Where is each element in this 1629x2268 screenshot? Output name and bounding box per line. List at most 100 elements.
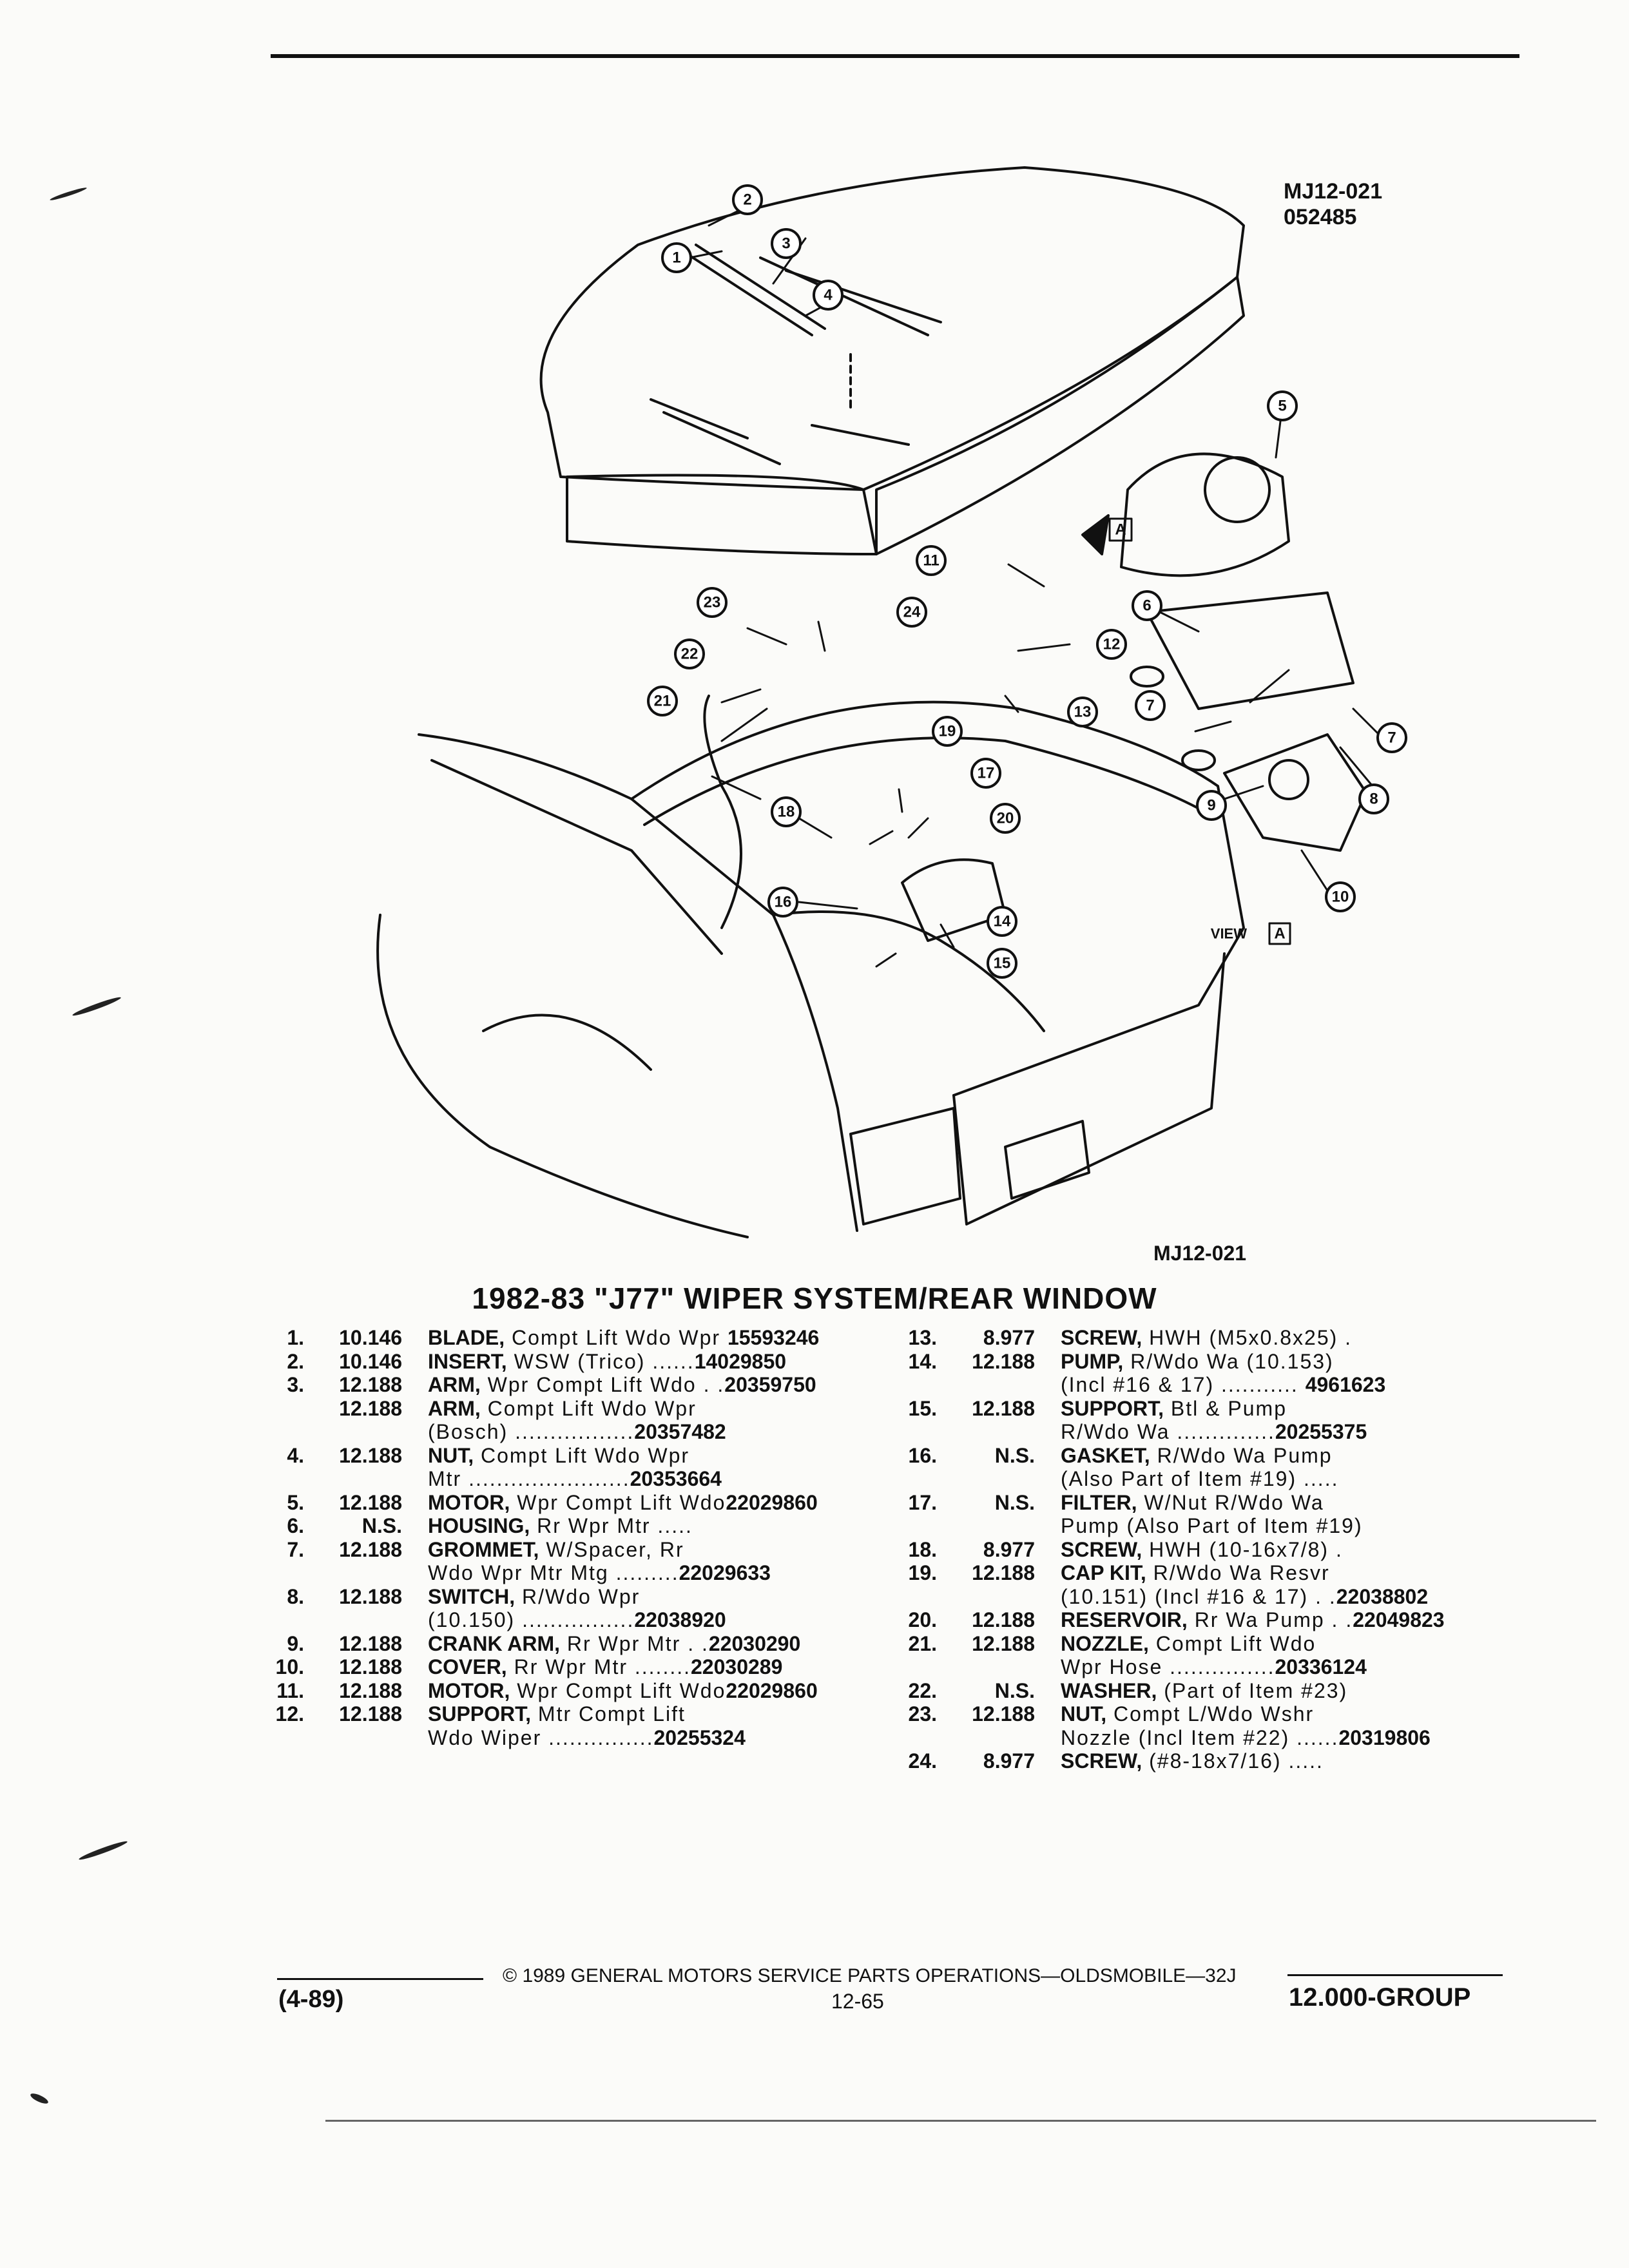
part-description: RESERVOIR, Rr Wa Pump . .22049823 [1061, 1608, 1445, 1632]
part-row: R/Wdo Wa ..............20255375 [889, 1420, 1534, 1444]
group-number: 12.188 [972, 1631, 1035, 1655]
part-description: R/Wdo Wa ..............20255375 [1061, 1420, 1367, 1444]
part-text: Btl & Pump [1164, 1396, 1287, 1420]
item-number [256, 1420, 304, 1444]
part-text: R/Wdo Wa Resvr [1146, 1561, 1330, 1584]
group-number [937, 1655, 1035, 1679]
view-arrow-letter: A [1115, 521, 1126, 539]
item-number: 24. [908, 1749, 937, 1773]
item-number: 22. [908, 1678, 937, 1702]
item-number: 1. [287, 1326, 304, 1349]
copyright-text: © 1989 GENERAL MOTORS SERVICE PARTS OPER… [503, 1965, 1237, 1986]
part-name: NOZZLE, [1061, 1631, 1149, 1655]
revision-date: (4-89) [278, 1986, 344, 2013]
part-row: Pump (Also Part of Item #19) [889, 1514, 1534, 1538]
item-number: 14. [908, 1349, 937, 1373]
scan-mark [49, 186, 88, 202]
part-name: CAP KIT, [1061, 1561, 1146, 1584]
part-name: SCREW, [1061, 1537, 1142, 1561]
part-row: Mtr .......................20353664 [256, 1467, 894, 1491]
part-description: GROMMET, W/Spacer, Rr [428, 1538, 684, 1562]
callout-10-label: 10 [1332, 889, 1349, 906]
part-number: 20353664 [630, 1467, 722, 1490]
callout-19 [932, 716, 963, 747]
part-text: (#8-18x7/16) ..... [1142, 1749, 1324, 1773]
part-name: NUT, [1061, 1702, 1107, 1725]
part-name: BLADE, [428, 1326, 505, 1349]
part-description: SWITCH, R/Wdo Wpr [428, 1585, 640, 1609]
part-number: 22030290 [708, 1631, 801, 1655]
callout-6 [1132, 590, 1162, 621]
wiper-blade-arm [682, 244, 942, 414]
callout-4-label: 4 [824, 287, 833, 304]
callout-7b [1376, 722, 1407, 753]
part-description: Wdo Wiper ...............20255324 [428, 1726, 746, 1750]
group-number: 8.977 [983, 1326, 1035, 1349]
group-number [304, 1608, 402, 1632]
group-number [937, 1467, 1035, 1491]
item-number: 2. [287, 1349, 304, 1373]
part-text: Compt L/Wdo Wshr [1106, 1702, 1315, 1725]
hatch-glass [539, 166, 1245, 555]
part-number: 22029860 [726, 1678, 818, 1702]
part-description: SUPPORT, Mtr Compt Lift [428, 1702, 686, 1726]
callout-15 [987, 948, 1017, 979]
group-number [304, 1726, 402, 1750]
part-description: SCREW, (#8-18x7/16) ..... [1061, 1749, 1324, 1773]
callout-13 [1067, 697, 1098, 727]
callout-1-label: 1 [672, 249, 680, 267]
part-text: R/Wdo Wa Pump [1150, 1443, 1333, 1467]
part-row: 17.N.S.FILTER, W/Nut R/Wdo Wa [889, 1491, 1534, 1515]
group-number: 12.188 [339, 1631, 402, 1655]
item-number: 19. [908, 1561, 937, 1584]
callout-13-label: 13 [1074, 704, 1092, 721]
motor-assembly-view-a [1120, 452, 1367, 852]
part-row: Nozzle (Incl Item #22) ......20319806 [889, 1726, 1534, 1750]
part-description: NOZZLE, Compt Lift Wdo [1061, 1632, 1316, 1656]
view-a-arrow-icon [1081, 514, 1110, 555]
part-description: CRANK ARM, Rr Wpr Mtr . .22030290 [428, 1632, 800, 1656]
part-name: GROMMET, [428, 1537, 539, 1561]
group-number: 12.188 [972, 1608, 1035, 1631]
part-number: 14029850 [694, 1349, 787, 1373]
part-description: (10.150) ................22038920 [428, 1608, 726, 1632]
page-number: 12-65 [831, 1990, 884, 2013]
item-number: 15. [908, 1396, 937, 1420]
group-number [937, 1420, 1035, 1444]
item-number: 8. [287, 1584, 304, 1608]
callout-8 [1358, 783, 1389, 814]
view-letter: A [1274, 925, 1285, 943]
part-row: Wpr Hose ...............20336124 [889, 1655, 1534, 1679]
part-text: Rr Wa Pump . . [1187, 1608, 1353, 1631]
item-number: 7. [287, 1537, 304, 1561]
part-text: (Part of Item #23) [1157, 1678, 1348, 1702]
part-name: GASKET, [1061, 1443, 1150, 1467]
item-number: 17. [908, 1490, 937, 1514]
part-row: Wdo Wpr Mtr Mtg .........22029633 [256, 1561, 894, 1585]
part-name: HOUSING, [428, 1514, 530, 1537]
part-text: Pump (Also Part of Item #19) [1061, 1514, 1363, 1537]
callout-24 [896, 597, 927, 628]
callout-22 [674, 639, 705, 669]
top-rule [271, 54, 1519, 58]
callout-20-label: 20 [997, 810, 1014, 827]
item-number: 4. [287, 1443, 304, 1467]
callout-9-label: 9 [1207, 797, 1215, 814]
callout-3-label: 3 [782, 235, 790, 253]
part-description: (10.151) (Incl #16 & 17) . .22038802 [1061, 1585, 1428, 1609]
part-description: GASKET, R/Wdo Wa Pump [1061, 1444, 1333, 1468]
part-text: HWH (10-16x7/8) . [1142, 1537, 1343, 1561]
part-text: Wpr Compt Lift Wdo [510, 1490, 726, 1514]
callout-24-label: 24 [903, 604, 921, 621]
footer-rule-right [1287, 1974, 1503, 1976]
figure-code: MJ12-021 [1153, 1242, 1247, 1265]
part-description: Mtr .......................20353664 [428, 1467, 722, 1491]
